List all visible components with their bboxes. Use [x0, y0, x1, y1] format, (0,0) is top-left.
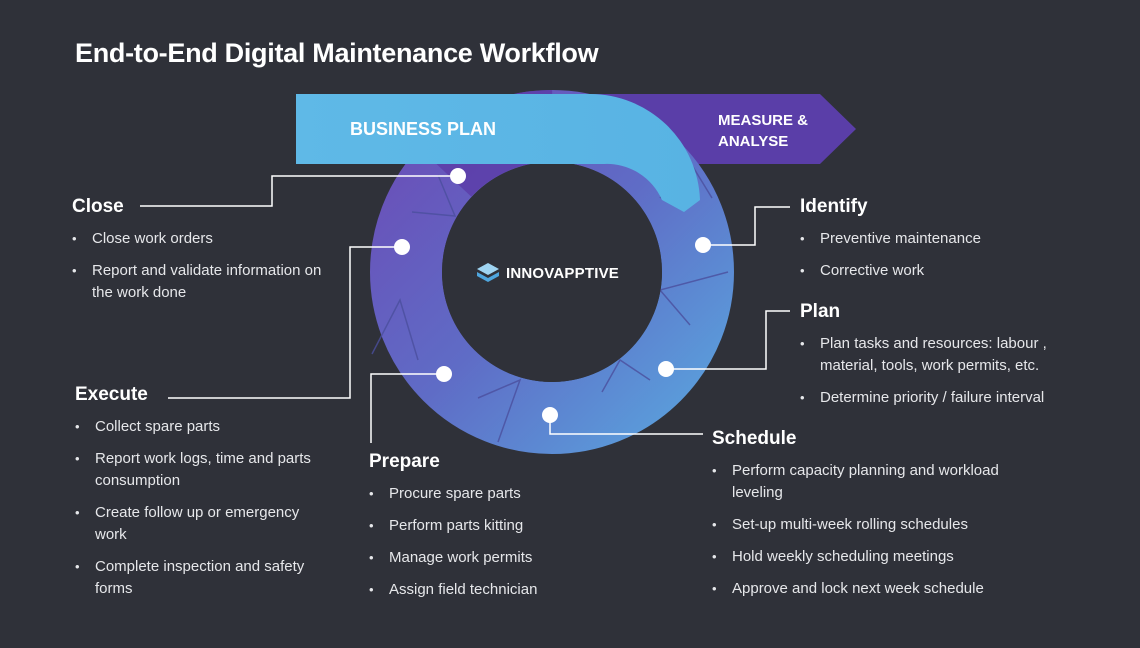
stage-schedule-title: Schedule [712, 428, 797, 449]
stage-execute-item: Collect spare parts [75, 416, 315, 438]
stage-prepare-item: Manage work permits [369, 547, 609, 569]
stage-execute-title: Execute [75, 384, 148, 405]
stage-identify: Identify Preventive maintenance Correcti… [800, 196, 1080, 292]
business-plan-label: BUSINESS PLAN [350, 119, 497, 139]
stage-execute: Execute Collect spare parts Report work … [75, 384, 315, 610]
innovapptive-logo-icon [477, 263, 499, 282]
stage-close-item: Report and validate information on the w… [72, 260, 342, 304]
stage-schedule: Schedule Perform capacity planning and w… [712, 428, 1022, 610]
measure-label-line2: ANALYSE [718, 133, 789, 150]
connector-prepare [370, 373, 444, 443]
stage-prepare-item: Perform parts kitting [369, 515, 609, 537]
ring-separator [477, 378, 522, 443]
stage-schedule-item: Set-up multi-week rolling schedules [712, 514, 1022, 536]
stage-plan-item: Determine priority / failure interval [800, 387, 1090, 409]
stage-identify-title: Identify [800, 196, 868, 217]
stage-schedule-item: Approve and lock next week schedule [712, 578, 1022, 600]
measure-analyse-label: MEASURE & ANALYSE [718, 110, 808, 152]
connector-plan [666, 310, 790, 370]
stage-identify-item: Corrective work [800, 260, 1080, 282]
stage-schedule-item: Perform capacity planning and workload l… [712, 460, 1022, 504]
stage-plan-title: Plan [800, 301, 841, 322]
ring-separator [601, 358, 651, 393]
node-close [450, 168, 466, 184]
stage-schedule-item: Hold weekly scheduling meetings [712, 546, 1022, 568]
stage-prepare-item: Assign field technician [369, 579, 609, 601]
connector-identify [703, 206, 790, 246]
stage-close-title: Close [72, 196, 124, 217]
business-plan-arrow [296, 93, 700, 212]
ring-separator [371, 298, 419, 361]
stage-prepare-title: Prepare [369, 451, 440, 472]
connector-close [140, 175, 458, 207]
stage-prepare-item: Procure spare parts [369, 483, 609, 505]
node-schedule [542, 407, 558, 423]
node-identify [695, 237, 711, 253]
stage-execute-item: Report work logs, time and parts consump… [75, 448, 315, 492]
ring-separator [411, 174, 457, 217]
stage-close: Close Close work orders Report and valid… [72, 196, 342, 314]
logo-text: INNOVAPPTIVE [506, 264, 619, 282]
logo: INNOVAPPTIVE [476, 262, 619, 284]
stage-execute-item: Create follow up or emergency work [75, 502, 315, 546]
stage-identify-item: Preventive maintenance [800, 228, 1080, 250]
stage-plan: Plan Plan tasks and resources: labour , … [800, 301, 1090, 419]
stage-execute-item: Complete inspection and safety forms [75, 556, 315, 600]
stage-prepare: Prepare Procure spare parts Perform part… [369, 451, 609, 611]
stage-plan-item: Plan tasks and resources: labour , mater… [800, 333, 1090, 377]
node-plan [658, 361, 674, 377]
node-prepare [436, 366, 452, 382]
page-title: End-to-End Digital Maintenance Workflow [75, 38, 599, 68]
measure-label-line1: MEASURE & [718, 112, 809, 129]
stage-close-item: Close work orders [72, 228, 342, 250]
node-execute [394, 239, 410, 255]
connector-execute [168, 246, 402, 399]
